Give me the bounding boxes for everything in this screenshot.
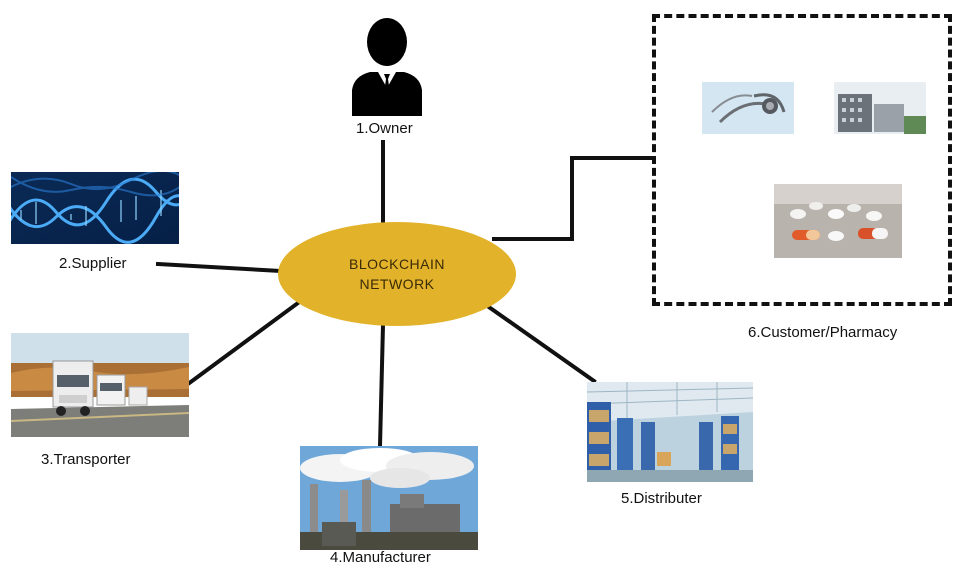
transporter-label: 3.Transporter [41, 451, 131, 468]
owner-label: 1.Owner [356, 120, 413, 137]
blockchain-network-text: BLOCKCHAIN NETWORK [349, 254, 445, 294]
link-supplier [155, 261, 284, 274]
blockchain-network-node: BLOCKCHAIN NETWORK [278, 222, 516, 326]
distributer-label: 5.Distributer [621, 490, 702, 507]
manufacturer-factory-image [300, 446, 478, 550]
link-transporter [185, 297, 305, 387]
transporter-trucks-image [11, 333, 189, 437]
supplier-label: 2.Supplier [59, 255, 127, 272]
supplier-dna-image [11, 172, 179, 244]
pills-image [774, 184, 902, 258]
link-customer [492, 156, 654, 241]
manufacturer-label: 4.Manufacturer [330, 549, 431, 566]
customer-pharmacy-label: 6.Customer/Pharmacy [748, 324, 898, 341]
link-distributer [483, 302, 597, 384]
customer-pharmacy-group [652, 14, 952, 306]
center-line-1: BLOCKCHAIN [348, 256, 446, 272]
owner-icon [348, 16, 426, 116]
stethoscope-image [702, 82, 794, 134]
distributer-warehouse-image [587, 382, 753, 482]
hospital-building-image [834, 82, 926, 134]
center-line-2: NETWORK [359, 276, 435, 292]
link-manufacturer [377, 322, 386, 449]
